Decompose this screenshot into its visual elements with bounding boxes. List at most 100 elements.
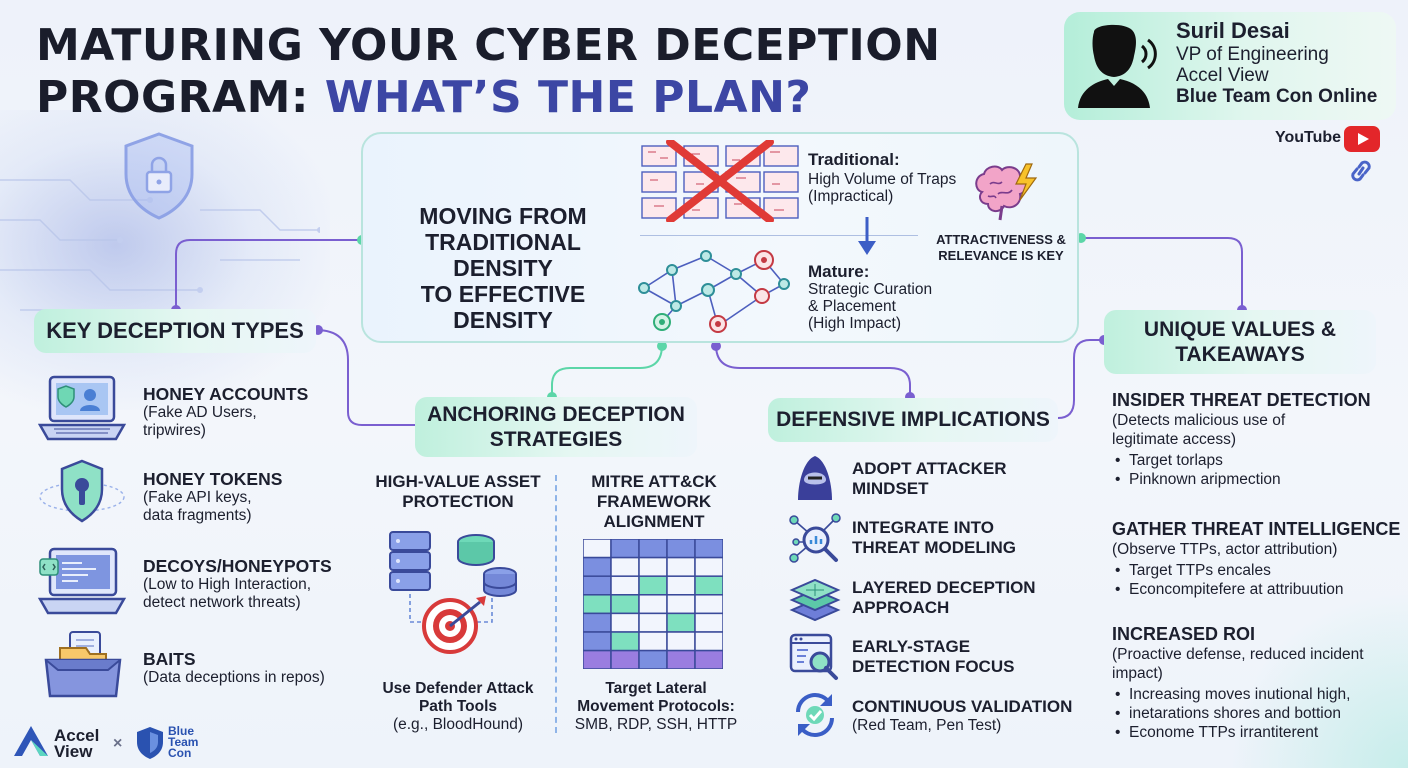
traditional-desc: High Volume of Traps (Impractical) bbox=[808, 171, 956, 205]
anchoring-col2-title: MITRE ATT&CK FRAMEWORK ALIGNMENT bbox=[565, 472, 743, 532]
anchoring-col1-caption: Use Defender Attack Path Tools bbox=[368, 680, 548, 716]
dashboard-search-icon bbox=[789, 633, 838, 680]
defensive-title: THREAT MODELING bbox=[852, 538, 1017, 557]
bullet-item: Pinknown aripmection bbox=[1112, 470, 1402, 489]
anchoring-header: ANCHORING DECEPTION STRATEGIES bbox=[415, 397, 697, 457]
unique-value-bullets: Target TTPs encales Econcompitefere at a… bbox=[1112, 561, 1402, 599]
mature-desc-line: & Placement bbox=[808, 298, 896, 315]
defensive-header-text: DEFENSIVE IMPLICATIONS bbox=[776, 408, 1050, 431]
density-title-line: MOVING FROM bbox=[419, 203, 587, 229]
key-type-desc: (Data deceptions in repos) bbox=[143, 669, 325, 686]
link-icon[interactable] bbox=[1346, 157, 1376, 185]
brand-line: Con bbox=[168, 746, 192, 760]
defensive-item: LAYERED DECEPTION APPROACH bbox=[852, 578, 1052, 618]
key-types-header: KEY DECEPTION TYPES bbox=[34, 309, 316, 353]
speaker-company: Accel View bbox=[1176, 65, 1269, 86]
defensive-item: CONTINUOUS VALIDATION (Red Team, Pen Tes… bbox=[852, 697, 1072, 735]
key-type-title: HONEY ACCOUNTS bbox=[143, 384, 309, 404]
unique-value-title: INCREASED ROI bbox=[1112, 624, 1256, 644]
anchoring-header-line: ANCHORING DECEPTION bbox=[427, 403, 685, 426]
title-line-2: PROGRAM: WHAT’S THE PLAN? bbox=[36, 72, 941, 124]
mature-desc-line: (High Impact) bbox=[808, 315, 902, 332]
refresh-check-icon bbox=[796, 693, 834, 737]
layers-icon bbox=[789, 578, 841, 622]
page-title: MATURING YOUR CYBER DECEPTION PROGRAM: W… bbox=[36, 20, 941, 124]
anchoring-header-line: STRATEGIES bbox=[489, 428, 623, 451]
density-title: MOVING FROM TRADITIONAL DENSITY TO EFFEC… bbox=[374, 203, 632, 333]
bullet-item: Econome TTPs irrantiterent bbox=[1112, 723, 1402, 742]
brand-line: Team bbox=[168, 735, 199, 749]
key-type-desc: (Fake AD Users, bbox=[143, 404, 257, 421]
bullet-item: Target TTPs encales bbox=[1112, 561, 1402, 580]
title-line-1: MATURING YOUR CYBER DECEPTION bbox=[36, 20, 941, 71]
unique-value-desc: legitimate access) bbox=[1112, 431, 1237, 448]
unique-value-desc: (Observe TTPs, actor attribution) bbox=[1112, 541, 1338, 558]
accel-view-logo-icon bbox=[14, 726, 48, 756]
defensive-item: EARLY-STAGE DETECTION FOCUS bbox=[852, 637, 1052, 677]
network-search-icon bbox=[789, 513, 841, 563]
unique-values-header: UNIQUE VALUES & TAKEAWAYS bbox=[1104, 310, 1376, 374]
speaker-silhouette-icon bbox=[1078, 24, 1157, 108]
attractiveness-line: ATTRACTIVENESS & bbox=[936, 232, 1066, 247]
defensive-title: DETECTION FOCUS bbox=[852, 657, 1015, 676]
attractiveness-line: RELEVANCE IS KEY bbox=[938, 248, 1064, 263]
blue-team-con-brand: Blue Team Con bbox=[168, 724, 199, 760]
traps-grid-crossed-icon bbox=[641, 140, 799, 222]
col-title-line: ALIGNMENT bbox=[603, 512, 705, 531]
column-divider bbox=[555, 475, 557, 733]
divider-line bbox=[640, 235, 918, 236]
unique-value-section: INCREASED ROI (Proactive defense, reduce… bbox=[1112, 624, 1402, 742]
anchoring-col1-title: HIGH-VALUE ASSET PROTECTION bbox=[372, 472, 544, 512]
accel-view-brand: Accel View bbox=[54, 726, 100, 761]
key-type-desc: data fragments) bbox=[143, 507, 252, 524]
bullet-item: Increasing moves inutional high, bbox=[1112, 685, 1402, 704]
unique-values-header-line: TAKEAWAYS bbox=[1175, 343, 1305, 366]
key-type-desc: tripwires) bbox=[143, 422, 206, 439]
defensive-item: ADOPT ATTACKER MINDSET bbox=[852, 459, 1052, 499]
col-title-line: MITRE ATT&CK bbox=[591, 472, 717, 491]
key-type-title: HONEY TOKENS bbox=[143, 469, 283, 489]
defensive-title: LAYERED DECEPTION bbox=[852, 578, 1036, 597]
key-type-item: DECOYS/HONEYPOTS (Low to High Interactio… bbox=[143, 556, 343, 612]
caption-line: Path Tools bbox=[418, 698, 498, 715]
defensive-desc: (Red Team, Pen Test) bbox=[852, 717, 1002, 734]
defensive-title: EARLY-STAGE bbox=[852, 637, 971, 656]
anchoring-col2-note: SMB, RDP, SSH, HTTP bbox=[574, 716, 738, 733]
density-title-line: TO EFFECTIVE DENSITY bbox=[420, 281, 586, 333]
shield-key-icon bbox=[39, 459, 125, 523]
title-line-2-start: PROGRAM: bbox=[36, 72, 325, 123]
caption-line: Use Defender Attack bbox=[382, 680, 534, 697]
unique-value-desc: (Detects malicious use of bbox=[1112, 412, 1286, 429]
unique-values-header-line: UNIQUE VALUES & bbox=[1143, 318, 1337, 341]
brand-line: Accel bbox=[54, 726, 100, 745]
brand-line: Blue bbox=[168, 724, 195, 738]
unique-value-desc: impact) bbox=[1112, 665, 1163, 682]
bullet-item: Target torlaps bbox=[1112, 451, 1402, 470]
brand-line: View bbox=[54, 742, 93, 761]
youtube-icon[interactable] bbox=[1344, 126, 1380, 152]
defensive-title: CONTINUOUS VALIDATION bbox=[852, 697, 1073, 716]
unique-value-section: GATHER THREAT INTELLIGENCE (Observe TTPs… bbox=[1112, 519, 1402, 599]
col-title-line: PROTECTION bbox=[402, 492, 514, 511]
speaker-role: VP of Engineering bbox=[1176, 44, 1329, 65]
laptop-user-icon bbox=[38, 375, 126, 441]
title-line-2-accent: WHAT’S THE PLAN? bbox=[324, 72, 812, 123]
key-type-desc: (Low to High Interaction, bbox=[143, 576, 312, 593]
unique-value-desc: (Proactive defense, reduced incident bbox=[1112, 646, 1364, 663]
mature-desc-line: Strategic Curation bbox=[808, 281, 933, 298]
defensive-header: DEFENSIVE IMPLICATIONS bbox=[768, 398, 1058, 442]
speaker-info: Suril Desai VP of Engineering Accel View… bbox=[1176, 18, 1401, 107]
youtube-link-label[interactable]: YouTube bbox=[1275, 129, 1342, 146]
shield-lock-icon bbox=[124, 132, 194, 220]
arrow-down-icon bbox=[858, 217, 876, 255]
hacker-icon bbox=[798, 456, 832, 500]
anchoring-col2-caption: Target Lateral Movement Protocols: bbox=[565, 680, 747, 716]
file-box-icon bbox=[44, 631, 122, 698]
density-panel bbox=[361, 132, 1079, 343]
key-type-item: BAITS (Data deceptions in repos) bbox=[143, 649, 343, 687]
attractiveness-note: ATTRACTIVENESS & RELEVANCE IS KEY bbox=[928, 232, 1074, 264]
unique-value-title: GATHER THREAT INTELLIGENCE bbox=[1112, 519, 1401, 539]
server-target-icon bbox=[389, 531, 517, 654]
traditional-desc-line: High Volume of Traps bbox=[808, 171, 957, 188]
key-type-desc: detect network threats) bbox=[143, 594, 301, 611]
